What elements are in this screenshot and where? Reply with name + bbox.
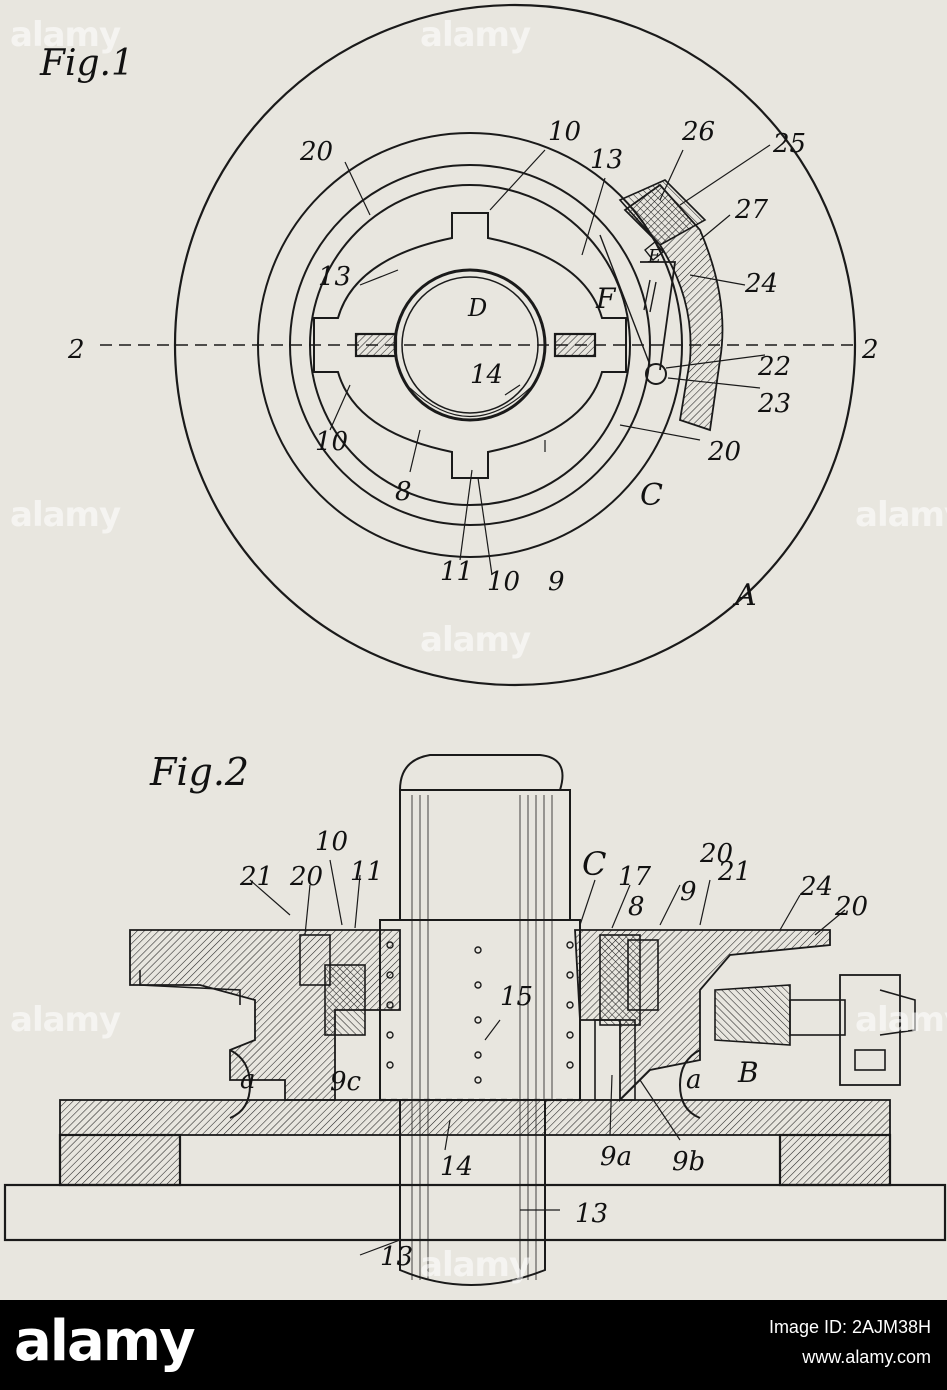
image-id: Image ID: 2AJM38H (769, 1312, 931, 1342)
label-10-fig2: 10 (315, 827, 348, 857)
label-10-left: 10 (315, 427, 348, 457)
stock-footer-bar: alamy Image ID: 2AJM38H www.alamy.com (0, 1300, 947, 1390)
label-13-right: 13 (590, 145, 623, 175)
mechanical-drawing-svg: Fig.1 A C D E F 8 9 10 10 10 11 13 13 14… (0, 0, 947, 1300)
alamy-logo: alamy (14, 1314, 194, 1370)
label-13-left: 13 (318, 262, 351, 292)
label-24-fig2: 24 (799, 872, 833, 902)
label-20-top: 20 (299, 137, 333, 167)
label-25: 25 (772, 129, 806, 159)
fig2-title: Fig.2 (149, 750, 249, 794)
label-24-fig1: 24 (744, 269, 778, 299)
label-9c: 9c (330, 1067, 362, 1097)
label-14-fig2: 14 (440, 1152, 473, 1182)
label-17: 17 (618, 862, 652, 892)
label-11-fig1: 11 (440, 557, 473, 587)
label-B: B (737, 1056, 759, 1089)
label-D: D (467, 294, 487, 322)
label-8-fig2: 8 (628, 892, 645, 922)
label-10-top: 10 (548, 117, 581, 147)
label-a-left: a (240, 1065, 256, 1095)
label-C-fig1: C (640, 478, 663, 513)
label-14-fig1: 14 (470, 360, 503, 390)
label-9b: 9b (672, 1147, 705, 1177)
label-20-right: 20 (707, 437, 741, 467)
label-21-right: 21 (717, 857, 751, 887)
label-9-fig1: 9 (548, 567, 565, 597)
label-2-right: 2 (861, 335, 879, 365)
label-2-left: 2 (67, 335, 85, 365)
label-9a: 9a (600, 1142, 632, 1172)
label-26: 26 (681, 117, 715, 147)
label-9-fig2: 9 (680, 877, 697, 907)
label-21-left: 21 (239, 862, 273, 892)
label-13-bottom-right: 13 (575, 1199, 608, 1229)
image-meta: Image ID: 2AJM38H www.alamy.com (769, 1312, 931, 1372)
label-C-fig2: C (582, 845, 606, 883)
label-13-bottom-left: 13 (380, 1242, 413, 1272)
label-15: 15 (500, 982, 533, 1012)
label-E-fig1: E (647, 246, 661, 267)
label-A: A (732, 578, 757, 613)
label-20-fig2-left: 20 (289, 862, 323, 892)
site-url: www.alamy.com (769, 1342, 931, 1372)
label-8-fig1: 8 (395, 477, 412, 507)
label-22: 22 (757, 352, 791, 382)
label-11-fig2: 11 (350, 857, 383, 887)
label-23: 23 (757, 389, 791, 419)
label-a-right: a (686, 1065, 702, 1095)
fig1-title: Fig.1 (39, 43, 134, 84)
label-27: 27 (734, 195, 769, 225)
label-10-bottom: 10 (487, 567, 520, 597)
label-20-fig2-right: 20 (834, 892, 868, 922)
label-F: F (595, 282, 617, 315)
